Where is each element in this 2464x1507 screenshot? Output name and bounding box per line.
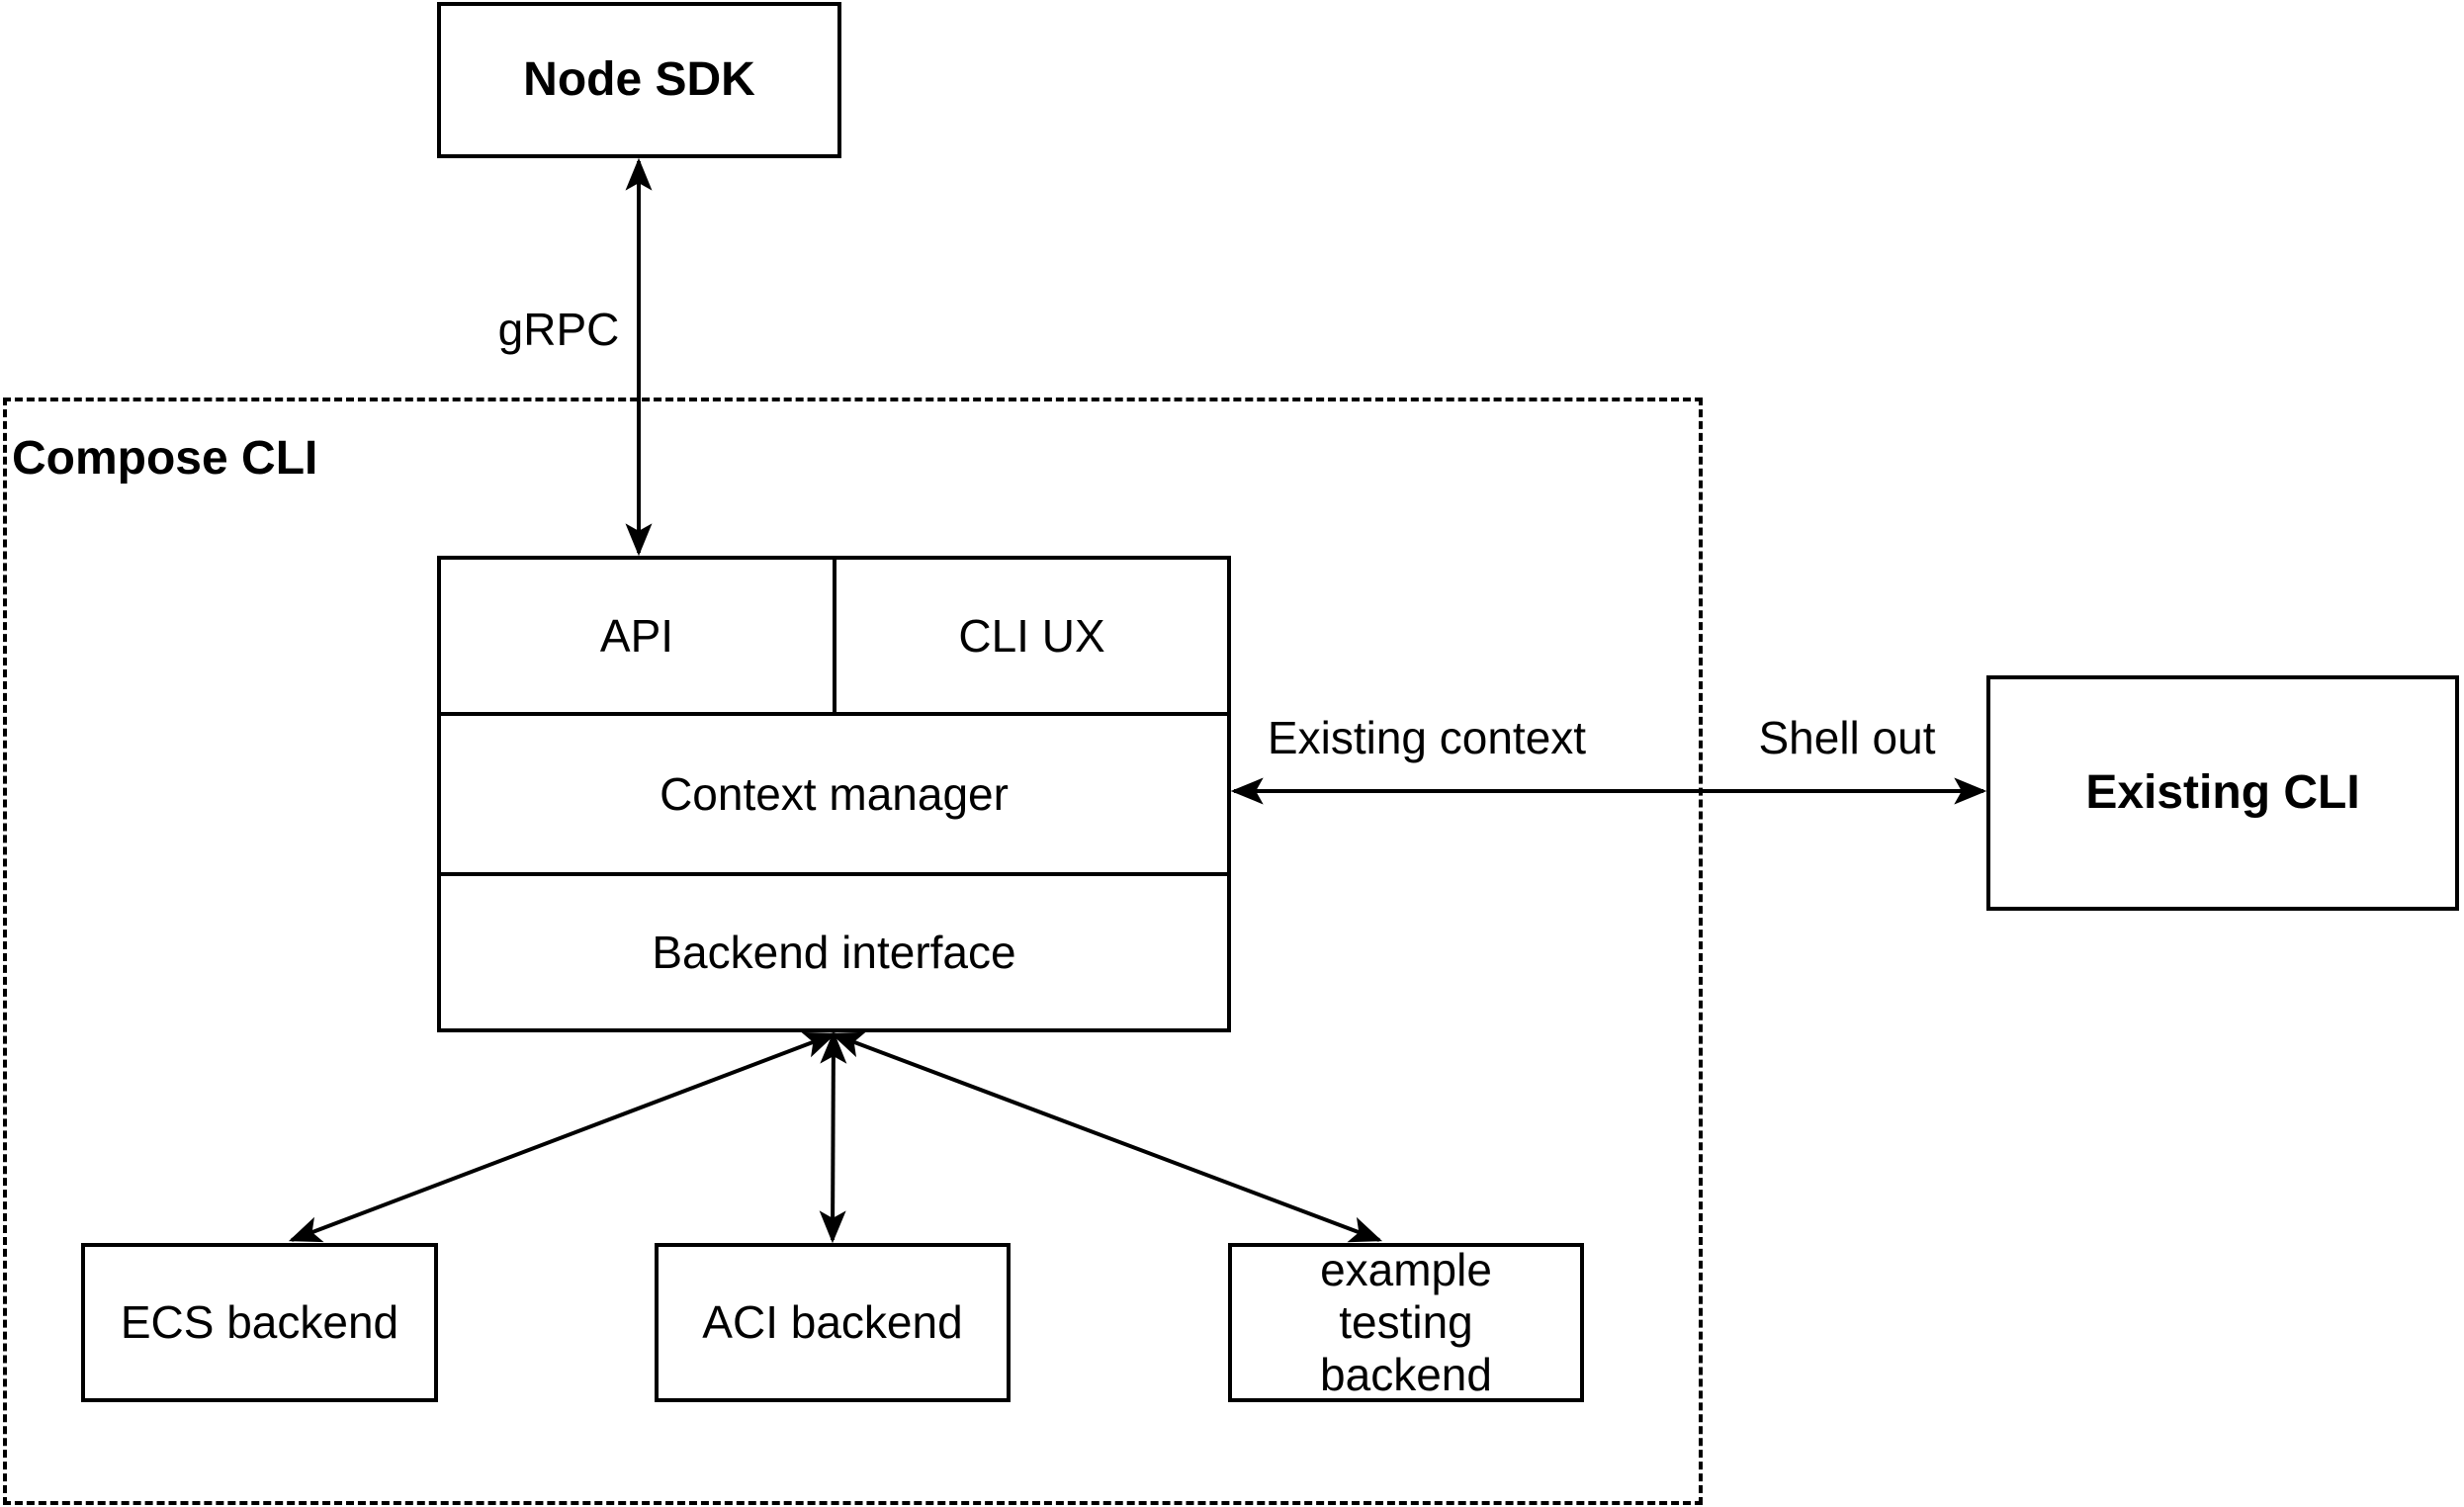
compose-cli-container <box>3 398 1703 1505</box>
compose-cli-container-label: Compose CLI <box>12 432 318 485</box>
cli-ux-label: CLI UX <box>958 609 1105 662</box>
api-label: API <box>599 609 674 662</box>
existing-cli-box: Existing CLI <box>1986 675 2459 911</box>
existing-cli-label: Existing CLI <box>2085 766 2360 820</box>
shell-out-edge-label: Shell out <box>1752 711 1942 764</box>
backend-interface-label: Backend interface <box>652 926 1016 978</box>
aci-backend-label: ACI backend <box>702 1296 963 1349</box>
context-manager-box: Context manager <box>437 712 1231 876</box>
context-manager-label: Context manager <box>660 767 1009 820</box>
grpc-edge-label: gRPC <box>491 303 626 356</box>
node-sdk-label: Node SDK <box>523 53 755 107</box>
example-testing-backend-box: example testing backend <box>1228 1243 1584 1402</box>
existing-context-edge-label: Existing context <box>1261 711 1593 764</box>
cli-ux-box: CLI UX <box>833 556 1231 716</box>
api-box: API <box>437 556 836 716</box>
backend-interface-box: Backend interface <box>437 872 1231 1032</box>
node-sdk-box: Node SDK <box>437 2 841 158</box>
aci-backend-box: ACI backend <box>655 1243 1011 1402</box>
ecs-backend-label: ECS backend <box>120 1296 399 1349</box>
ecs-backend-box: ECS backend <box>81 1243 438 1402</box>
example-testing-backend-label: example testing backend <box>1320 1244 1492 1400</box>
